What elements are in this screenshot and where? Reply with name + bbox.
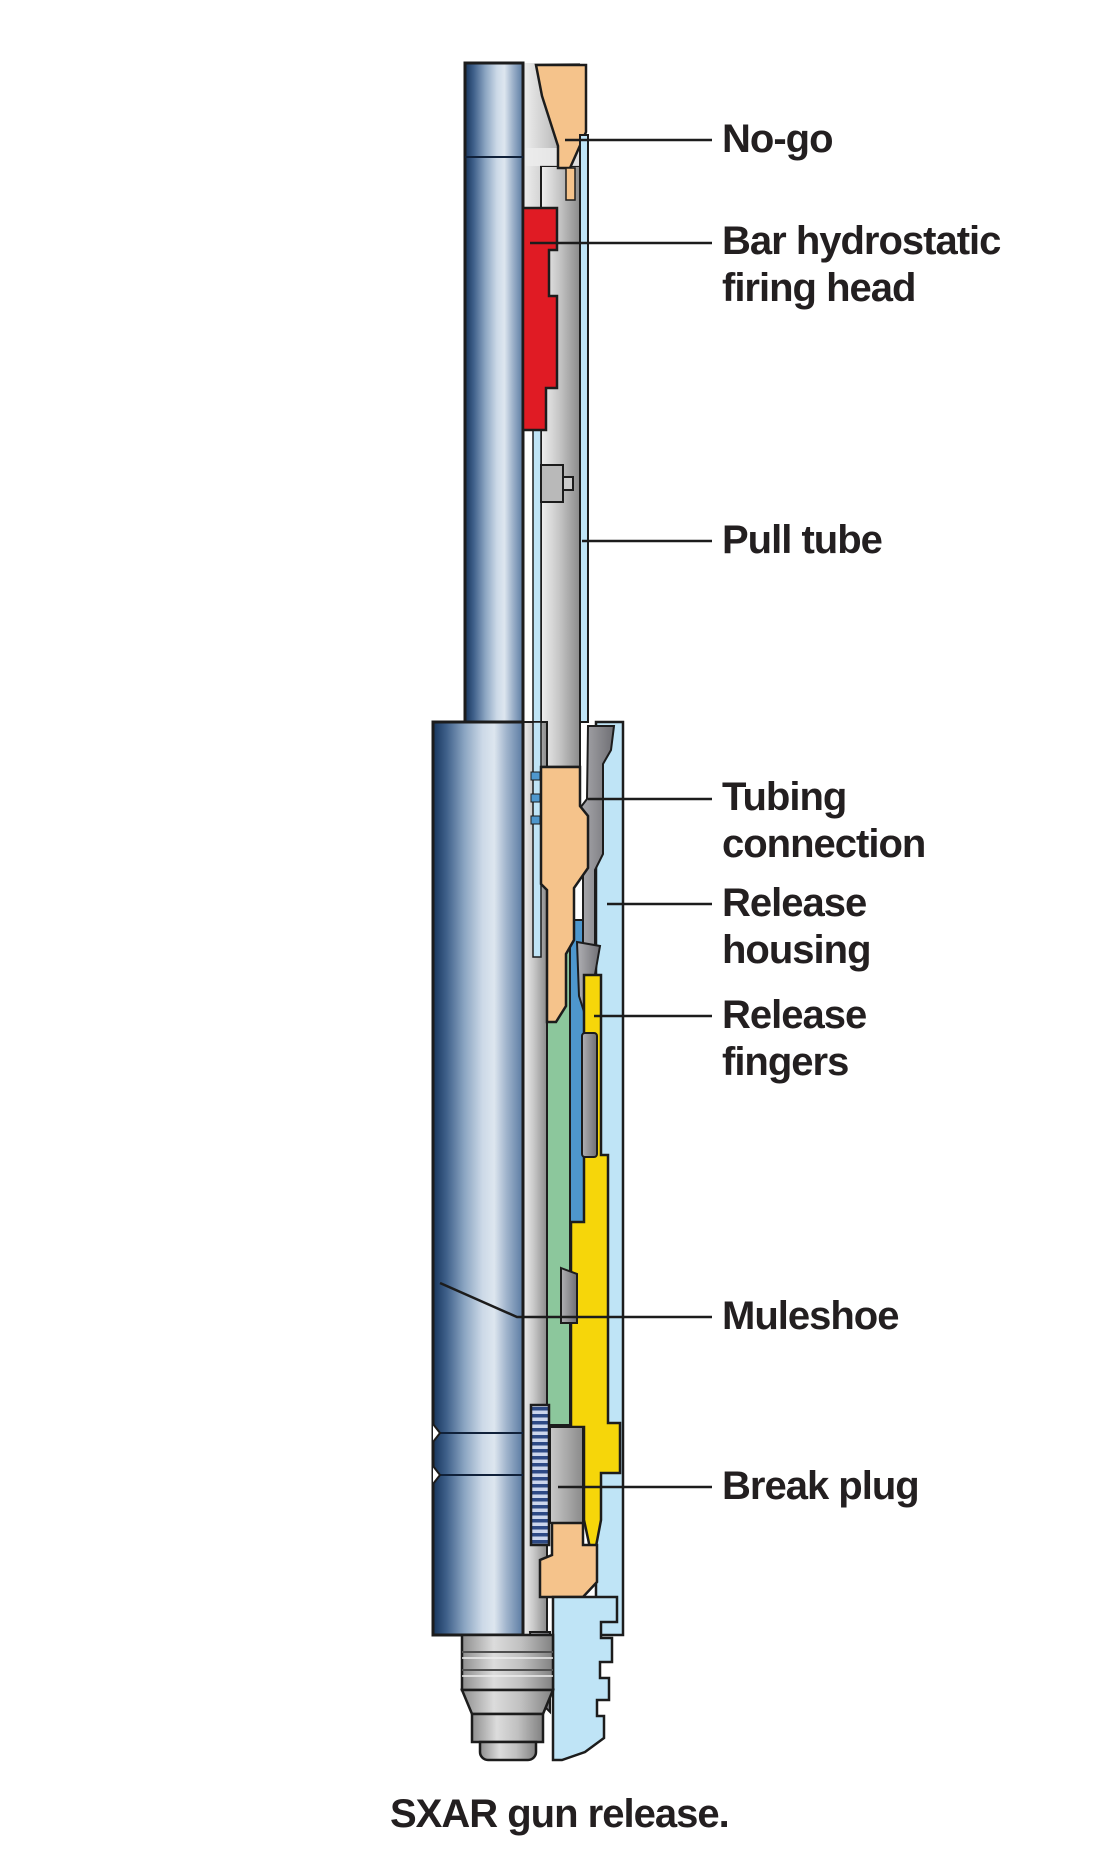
thread-mark xyxy=(530,815,541,825)
callout-label: No-go xyxy=(722,117,833,161)
connector-mid xyxy=(470,1712,545,1744)
callout-label: Break plug xyxy=(722,1464,919,1508)
bottom-cut-block xyxy=(551,1595,619,1762)
latch-piece xyxy=(560,1266,578,1324)
inner-tube-wall xyxy=(532,379,542,723)
release-fingers xyxy=(569,973,622,1563)
callout-label: Release fingers xyxy=(722,993,876,1084)
callout-muleshoe: Muleshoe xyxy=(439,1281,899,1338)
no-go-shoulder xyxy=(534,63,588,170)
joint-notch xyxy=(432,1423,442,1443)
break-plug xyxy=(529,1403,551,1547)
thread-mark xyxy=(530,771,541,781)
muleshoe-body xyxy=(431,720,525,1637)
connector-flange xyxy=(460,1633,555,1692)
callout-pull-tube: Pull tube xyxy=(582,518,883,562)
callout-no-go: No-go xyxy=(565,117,834,161)
callout-label: Pull tube xyxy=(722,518,882,562)
upper-assembly xyxy=(463,61,589,768)
callout-label: Bar hydrostatic firing head xyxy=(722,219,1011,310)
callout-release-fingers: Release fingers xyxy=(594,993,876,1084)
plug-carrier-block xyxy=(549,1426,584,1524)
leader-line xyxy=(439,1281,712,1319)
bottom-sub-tan xyxy=(538,1521,599,1599)
no-go-tab xyxy=(565,167,576,201)
callout-break-plug: Break plug xyxy=(558,1464,920,1508)
callout-label: Muleshoe xyxy=(722,1294,898,1338)
callout-bar-hydrostatic-firing-head: Bar hydrostatic firing head xyxy=(530,219,1011,310)
callout-label: Tubing connection xyxy=(722,775,925,866)
thread-mark xyxy=(530,793,541,803)
callouts: No-go Bar hydrostatic firing head Pull t… xyxy=(439,117,1011,1508)
joint-notch xyxy=(432,1465,442,1485)
upper-housing-body xyxy=(463,61,525,724)
tubing-connection xyxy=(539,765,590,1024)
callout-label: Release housing xyxy=(722,881,876,972)
bottom-connector xyxy=(460,1595,619,1762)
upper-cut-wall xyxy=(579,134,589,723)
retaining-bolt xyxy=(540,464,564,503)
callout-release-housing: Release housing xyxy=(607,881,876,972)
connector-nose xyxy=(478,1740,538,1762)
callout-tubing-connection: Tubing connection xyxy=(588,775,926,866)
lower-assembly xyxy=(431,720,625,1637)
connector-taper xyxy=(460,1688,555,1716)
bar-hydrostatic-firing-head xyxy=(521,206,559,432)
figure-caption: SXAR gun release. xyxy=(390,1792,729,1836)
finger-latch-insert xyxy=(581,1032,598,1158)
retaining-bolt-stub xyxy=(562,476,574,491)
